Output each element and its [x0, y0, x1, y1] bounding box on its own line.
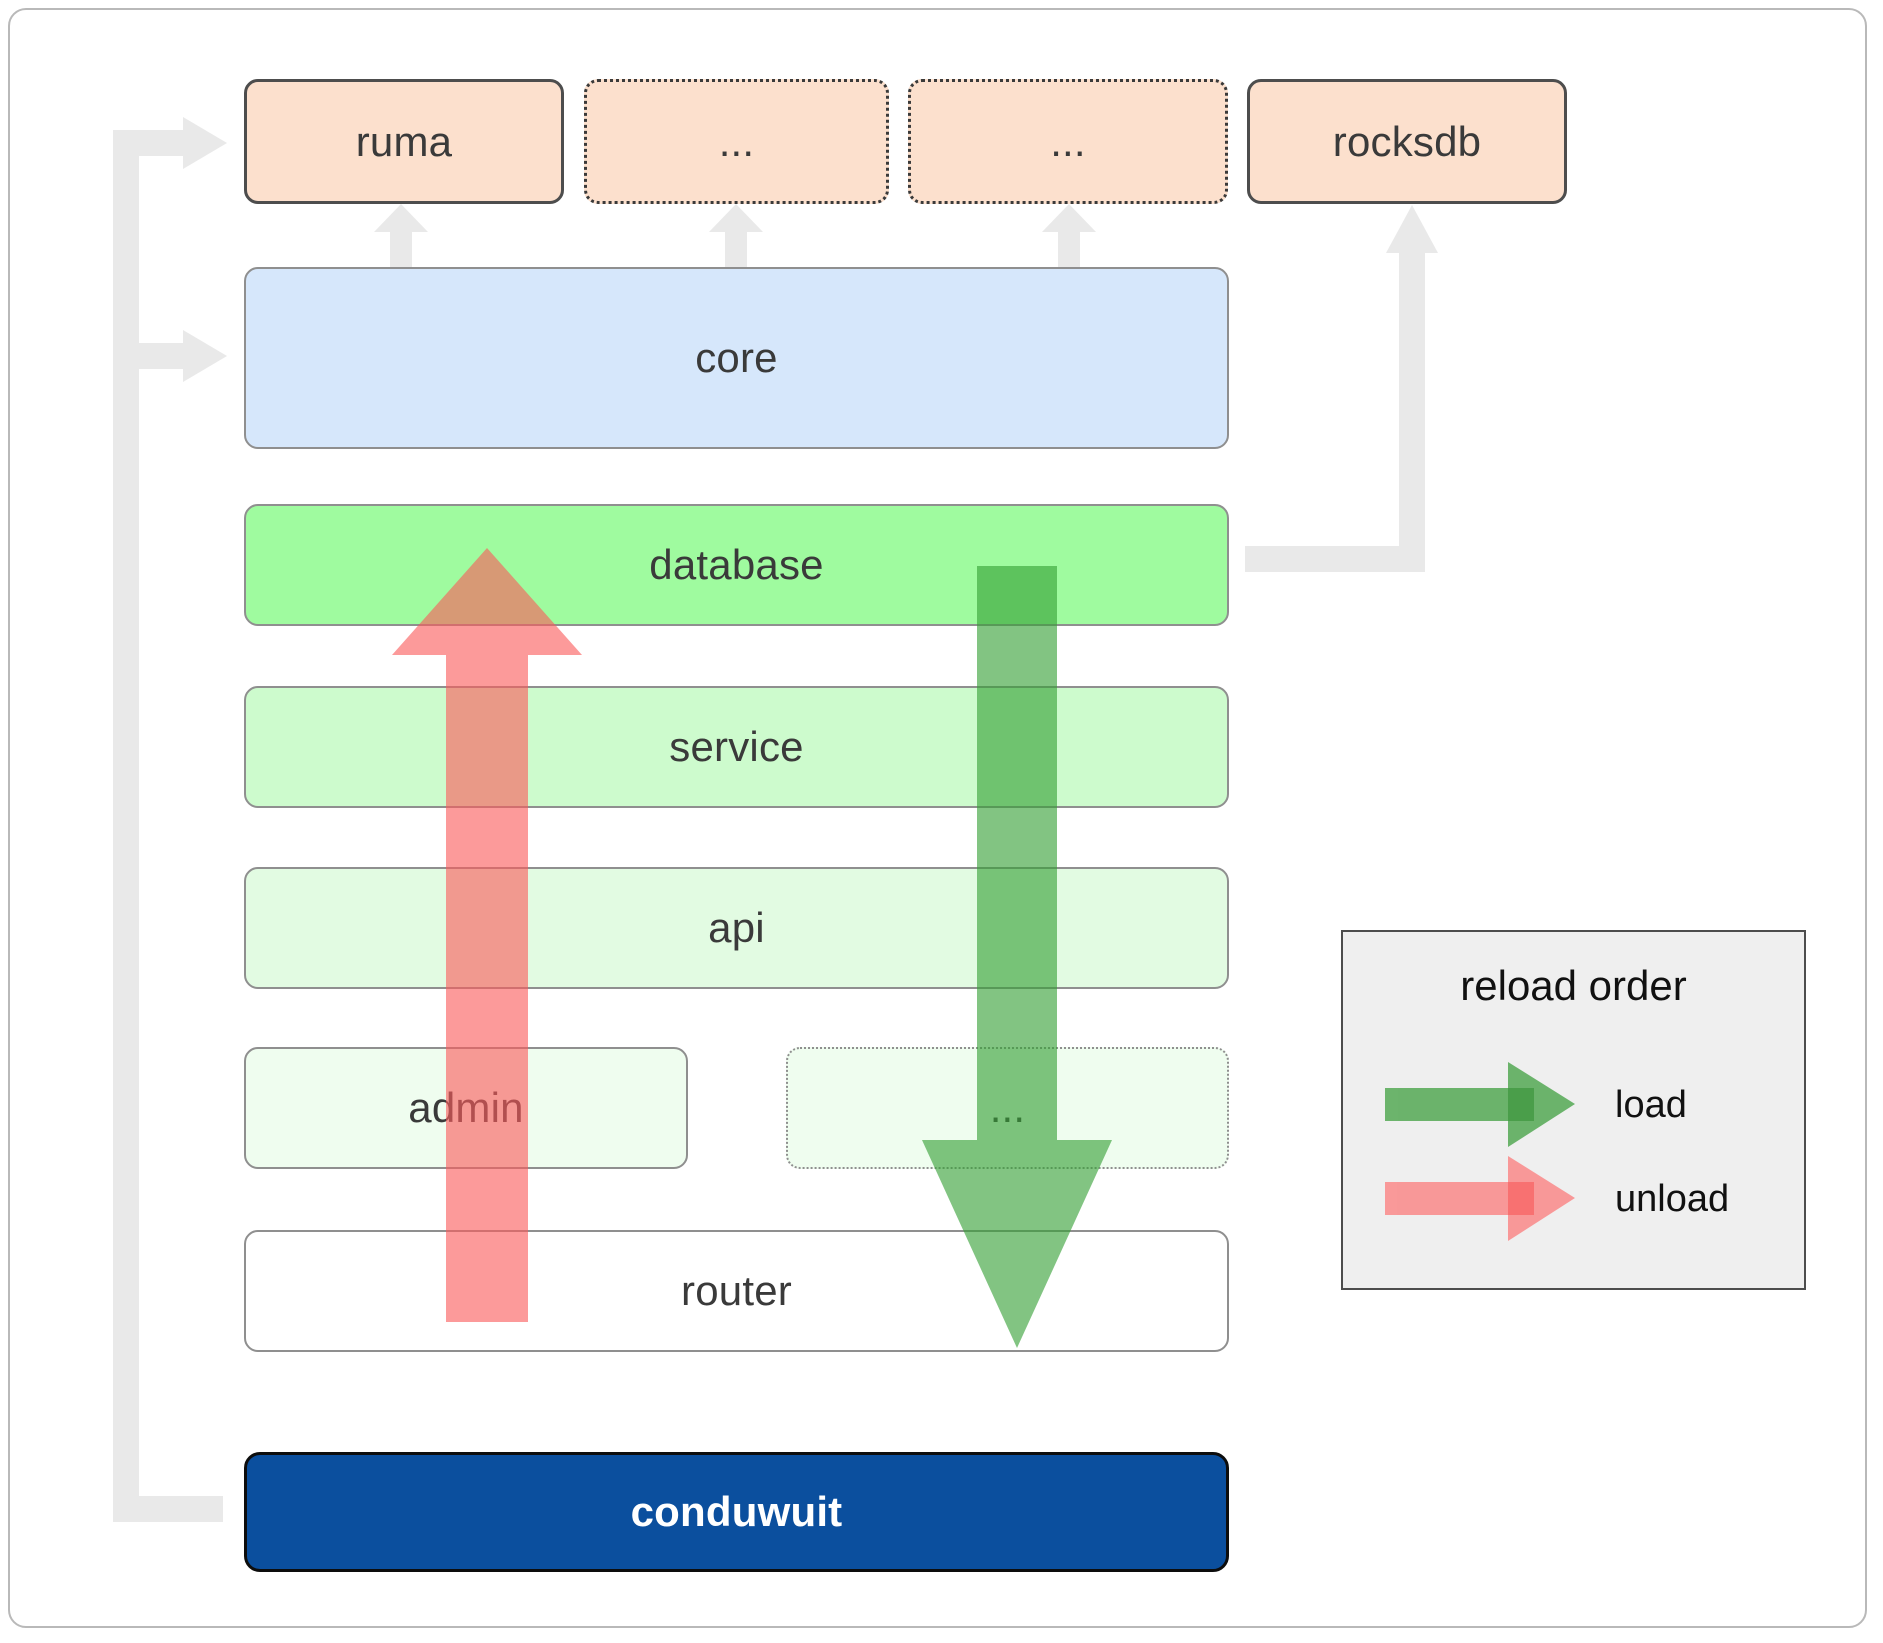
legend-label-load: load — [1615, 1084, 1687, 1126]
core-label: core — [695, 334, 778, 381]
binary-box-conduwuit[interactable]: conduwuit — [244, 1452, 1229, 1572]
dependency-box-rocksdb[interactable]: rocksdb — [1247, 79, 1567, 204]
layer-box-api[interactable]: api — [244, 867, 1229, 989]
legend-load-arrow — [1385, 1062, 1575, 1147]
dependency-box-dep-1[interactable]: ... — [584, 79, 889, 204]
legend-unload-arrow — [1385, 1156, 1575, 1241]
binary-label-conduwuit: conduwuit — [630, 1488, 843, 1535]
legend-box: reload order load unload — [1341, 930, 1806, 1290]
core-box[interactable]: core — [244, 267, 1229, 449]
diagram-frame — [8, 8, 1867, 1628]
layer-box-admin[interactable]: admin — [244, 1047, 688, 1169]
layer-label-database: database — [649, 541, 824, 588]
layer-box-dots[interactable]: ... — [786, 1047, 1229, 1169]
dependency-box-dep-2[interactable]: ... — [908, 79, 1228, 204]
dependency-label-ruma: ruma — [355, 117, 453, 165]
layer-label-service: service — [669, 723, 804, 770]
legend-arrows — [1385, 1062, 1575, 1241]
layer-label-dots: ... — [989, 1084, 1026, 1131]
legend-label-unload: unload — [1615, 1178, 1730, 1220]
layer-box-service[interactable]: service — [244, 686, 1229, 808]
layer-label-api: api — [708, 904, 765, 951]
layer-box-database[interactable]: database — [244, 504, 1229, 626]
legend-title: reload order — [1460, 962, 1687, 1009]
dependency-label-dep-1: ... — [718, 117, 755, 165]
dependency-label-rocksdb: rocksdb — [1332, 117, 1482, 165]
layer-box-router[interactable]: router — [244, 1230, 1229, 1352]
layer-label-admin: admin — [408, 1084, 524, 1131]
dependency-box-ruma[interactable]: ruma — [244, 79, 564, 204]
layer-label-router: router — [681, 1267, 792, 1314]
dependency-label-dep-2: ... — [1050, 117, 1086, 165]
